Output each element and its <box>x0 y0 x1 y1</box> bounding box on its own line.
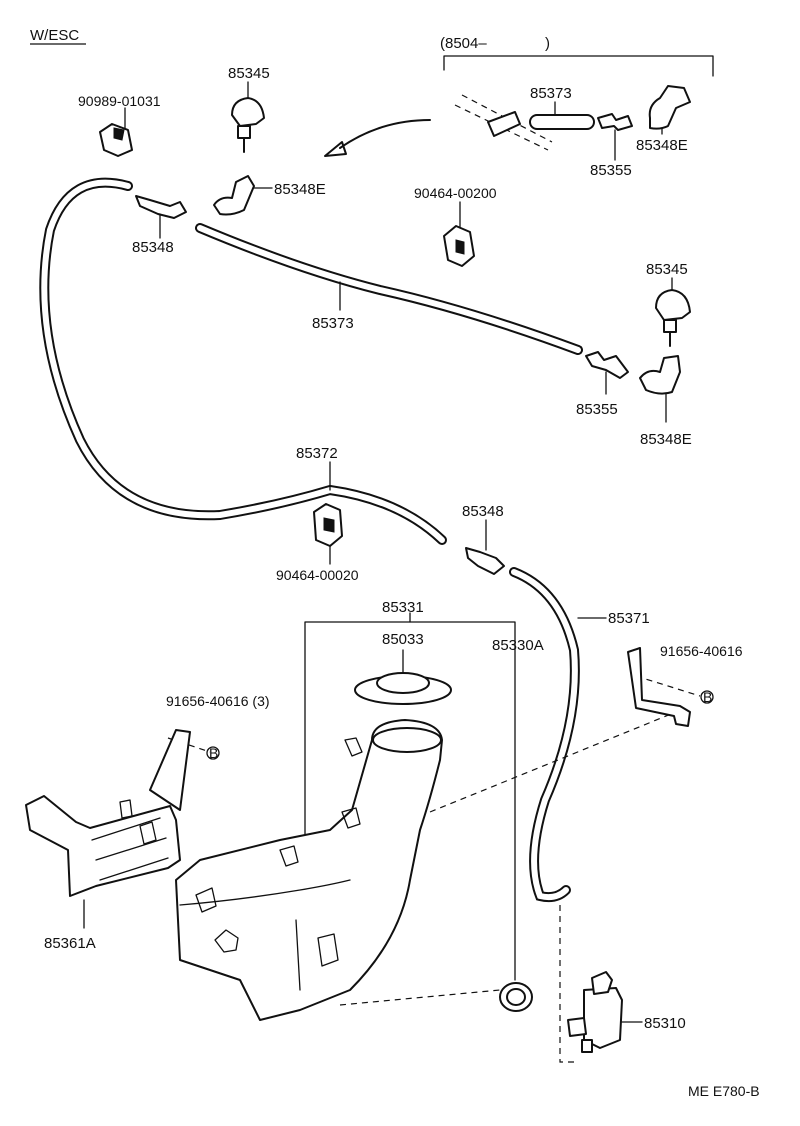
mount-bracket-right <box>627 647 691 727</box>
washer-reservoir-tank <box>175 719 443 1021</box>
bolt-marker-b-left-label: B <box>209 745 218 761</box>
hose-85372-loop <box>39 177 447 545</box>
callout-85355-inset: 85355 <box>590 162 632 179</box>
variant-label: W/ESC <box>30 27 79 44</box>
dash-tank-to-grommet <box>339 989 501 1006</box>
callout-85348-upper: 85348 <box>132 239 174 256</box>
callout-85348E-right: 85348E <box>640 431 692 448</box>
hose-clip-upper <box>99 107 133 157</box>
dash-hose-to-pump <box>559 905 574 1063</box>
connector-85355-right <box>585 351 629 379</box>
callout-85348E-left: 85348E <box>274 181 326 198</box>
hose-clip-middle <box>443 201 475 267</box>
bolt-marker-b-right <box>700 690 714 704</box>
bolt-marker-b-left <box>206 746 220 760</box>
reservoir-cap <box>354 649 452 705</box>
diagram-code: ME E780-B <box>688 1083 760 1099</box>
callout-90989-01031: 90989-01031 <box>78 93 161 109</box>
callout-85348-lower: 85348 <box>462 503 504 520</box>
hose-clip-lower <box>313 503 343 565</box>
washer-pump <box>567 971 643 1053</box>
bolt-marker-b-right-label: B <box>703 689 712 705</box>
callout-85345-front: 85345 <box>228 65 270 82</box>
callout-85372: 85372 <box>296 445 338 462</box>
callout-85331: 85331 <box>382 599 424 616</box>
washer-nozzle-front <box>231 81 265 153</box>
connector-85348-upper <box>135 195 187 219</box>
callout-85373-main: 85373 <box>312 315 354 332</box>
callout-91656-40616-left: 91656-40616 (3) <box>166 693 270 709</box>
callout-85371: 85371 <box>608 610 650 627</box>
callout-85033: 85033 <box>382 631 424 648</box>
callout-85330A: 85330A <box>492 637 544 654</box>
connector-85348-lower <box>465 547 505 575</box>
group-bracket <box>443 55 714 77</box>
callout-85361A: 85361A <box>44 935 96 952</box>
elbow-hose-right <box>639 355 681 395</box>
group-label: (8504– <box>440 35 487 52</box>
group-label-close: ) <box>545 35 550 52</box>
mount-bracket-left <box>25 729 191 929</box>
callout-85345-right: 85345 <box>646 261 688 278</box>
washer-nozzle-right <box>655 277 691 347</box>
callout-85373-inset: 85373 <box>530 85 572 102</box>
callout-85348E-inset: 85348E <box>636 137 688 154</box>
inset-hose-assembly <box>324 85 691 161</box>
dash-tank-to-bracket <box>429 711 677 813</box>
callout-85310: 85310 <box>644 1015 686 1032</box>
pump-grommet <box>499 982 533 1012</box>
dash-bracket-bolt <box>635 675 701 697</box>
callout-91656-40616-right: 91656-40616 <box>660 643 743 659</box>
callout-85355-right: 85355 <box>576 401 618 418</box>
callout-90464-00200: 90464-00200 <box>414 185 497 201</box>
elbow-hose-left <box>213 175 255 216</box>
callout-90464-00020: 90464-00020 <box>276 567 359 583</box>
